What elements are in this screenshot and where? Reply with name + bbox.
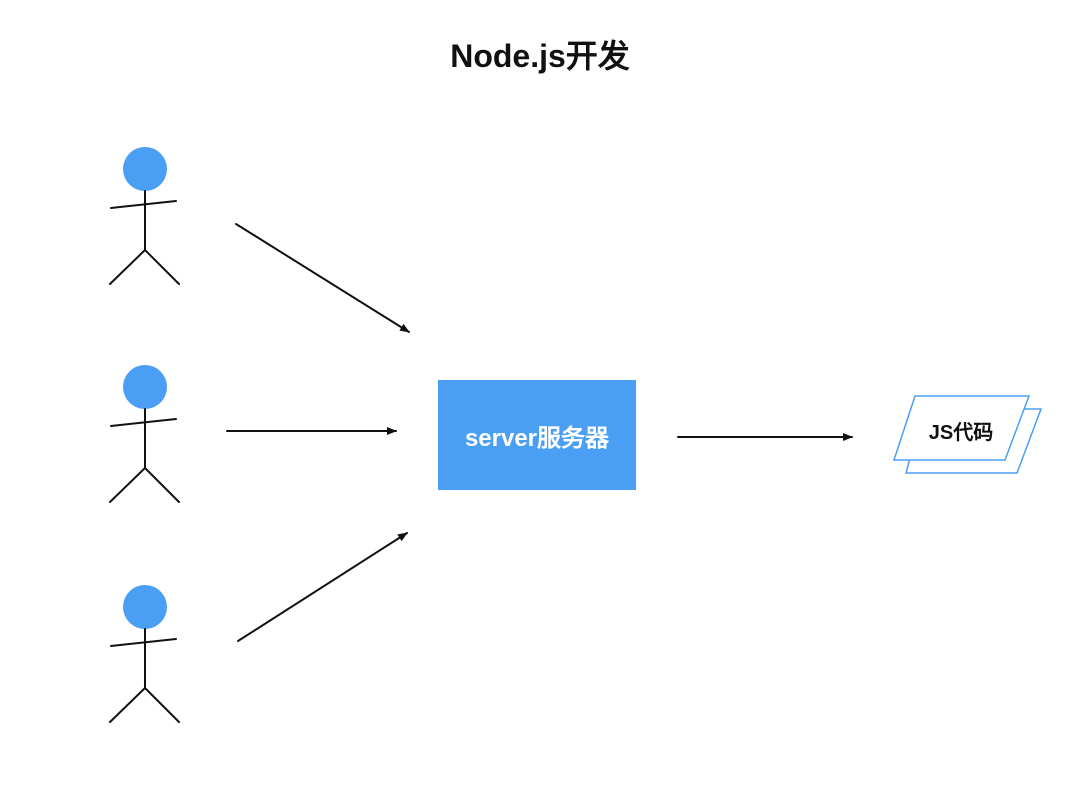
server-label: server服务器 <box>464 424 610 452</box>
code-doc-stack <box>892 395 1043 474</box>
code-doc-front <box>892 395 1031 461</box>
actor-arms <box>110 200 177 209</box>
arrow-actor1-to-server <box>235 223 410 333</box>
code-doc-label: JS代码 <box>928 421 994 444</box>
arrow-actor3-to-server <box>237 532 408 642</box>
actor-head <box>123 365 167 409</box>
actor-head <box>123 585 167 629</box>
server-box-shape <box>438 380 636 490</box>
actor-3 <box>109 585 180 723</box>
actor-2 <box>109 365 180 503</box>
actor-arms <box>110 418 177 427</box>
actor-leg-left <box>109 249 146 285</box>
actor-leg-left <box>109 687 146 723</box>
diagram-title: Node.js开发 <box>450 38 630 74</box>
actor-1 <box>109 147 180 285</box>
actor-leg-right <box>144 249 180 285</box>
actor-leg-right <box>144 687 180 723</box>
actor-leg-right <box>144 467 180 503</box>
actor-arms <box>110 638 177 647</box>
actor-head <box>123 147 167 191</box>
actor-leg-left <box>109 467 146 503</box>
